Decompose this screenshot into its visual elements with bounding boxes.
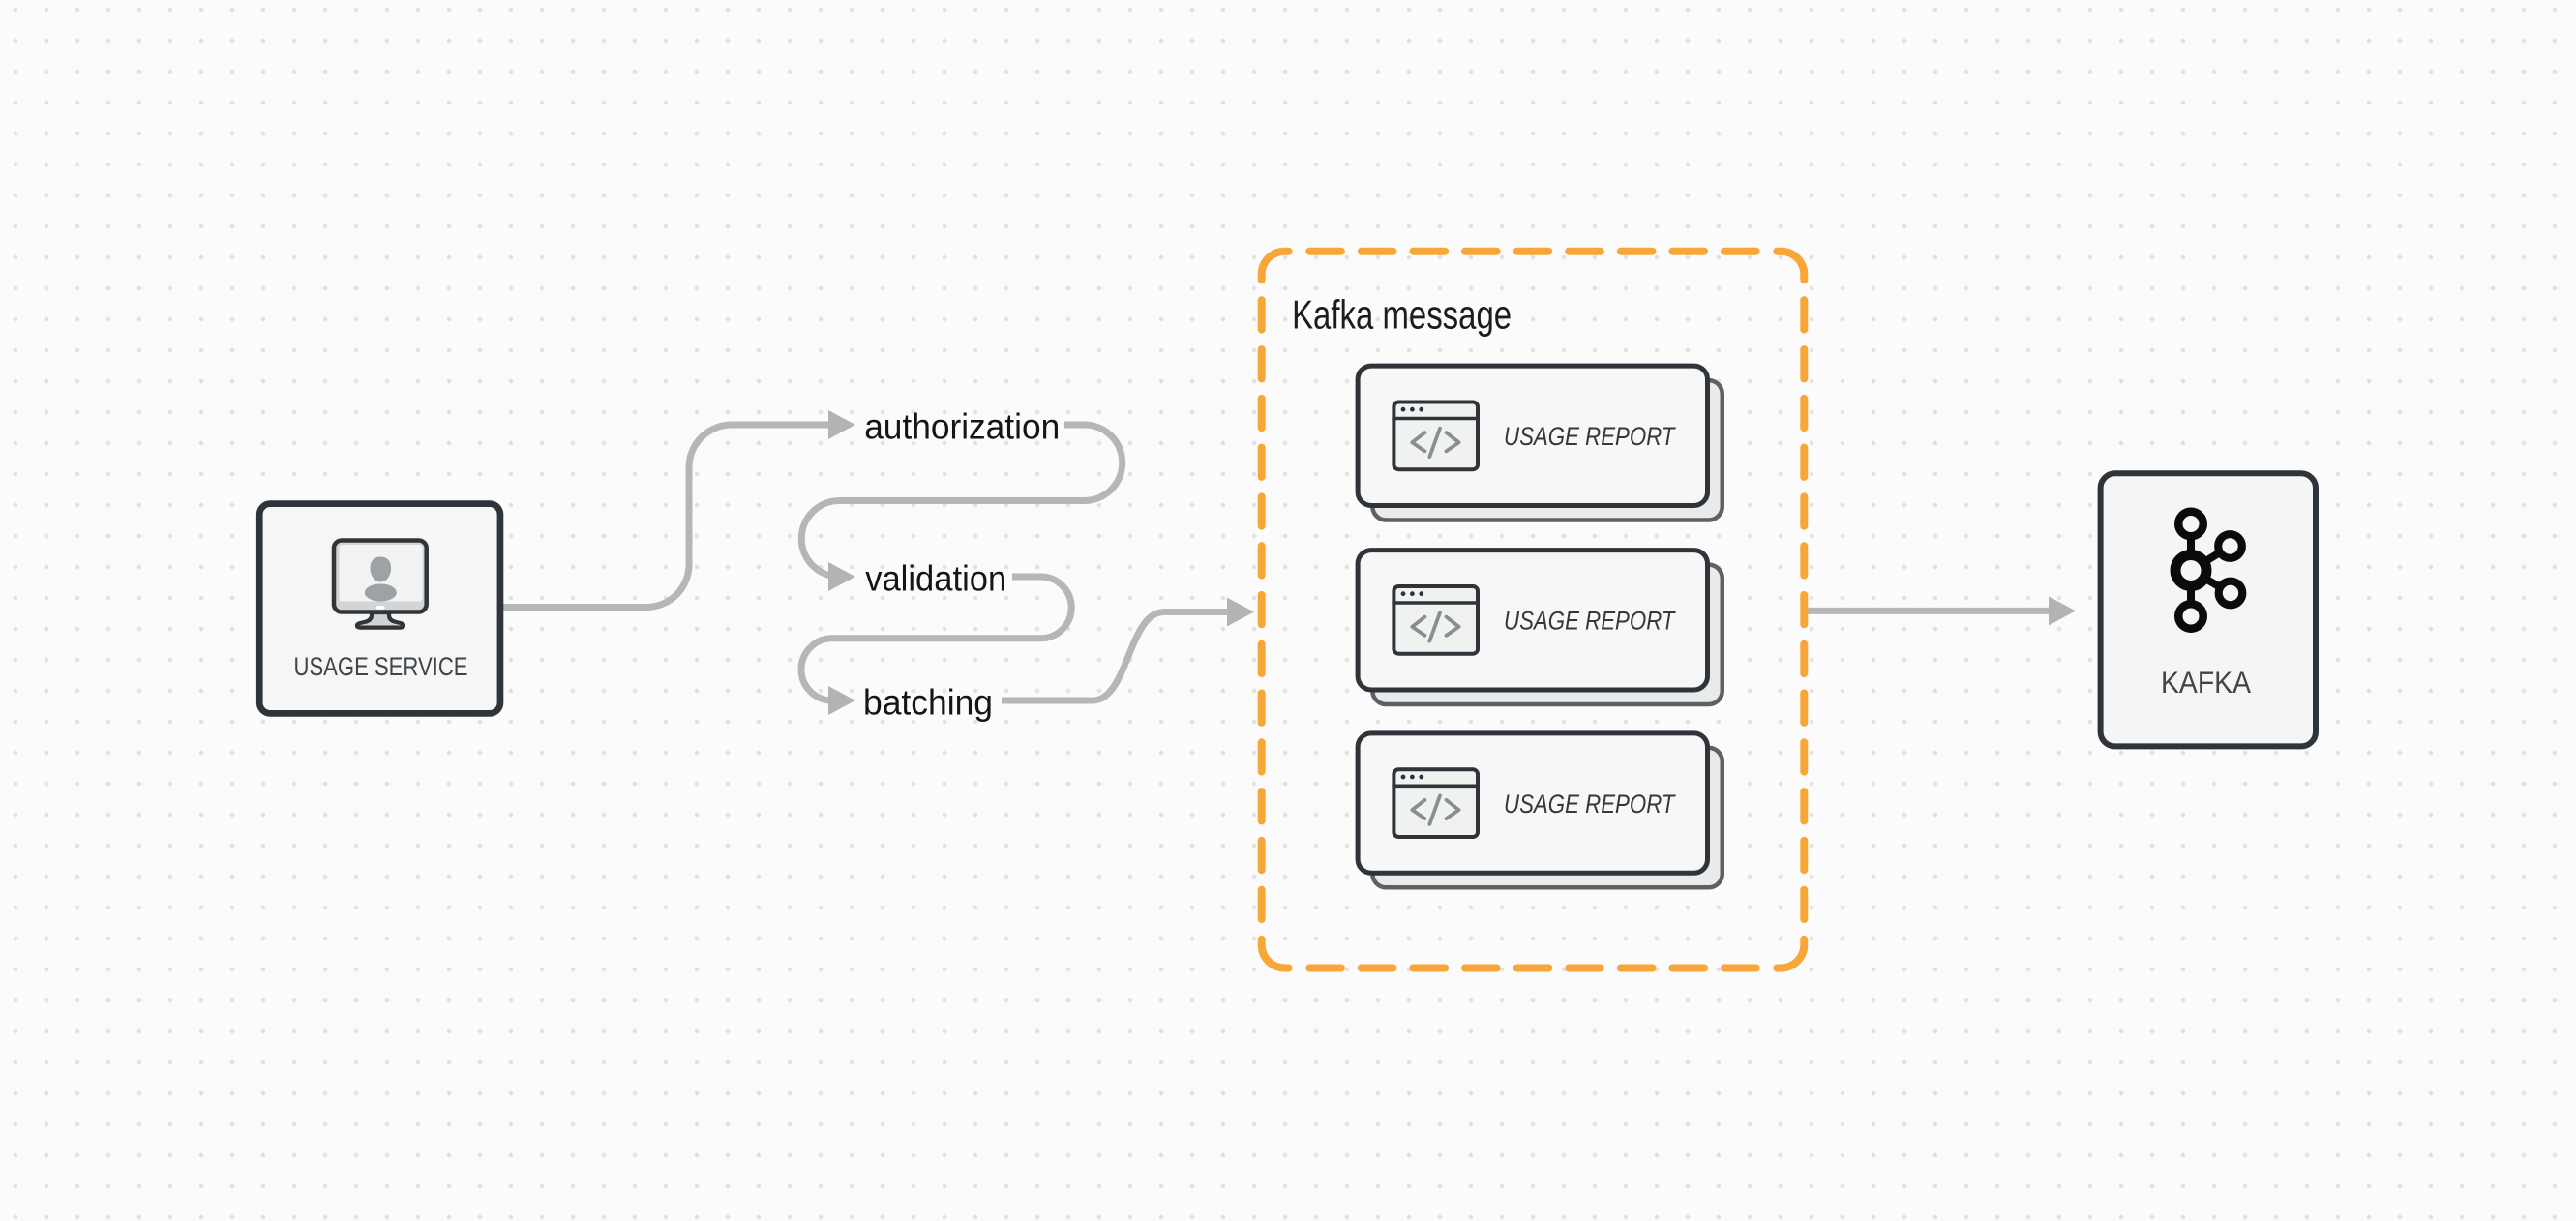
svg-text:validation: validation	[865, 557, 1006, 598]
svg-text:KAFKA: KAFKA	[2161, 665, 2252, 700]
svg-text:USAGE SERVICE: USAGE SERVICE	[294, 652, 468, 681]
svg-text:Kafka message: Kafka message	[1292, 292, 1512, 338]
svg-text:authorization: authorization	[864, 405, 1060, 446]
svg-text:batching: batching	[863, 681, 993, 722]
